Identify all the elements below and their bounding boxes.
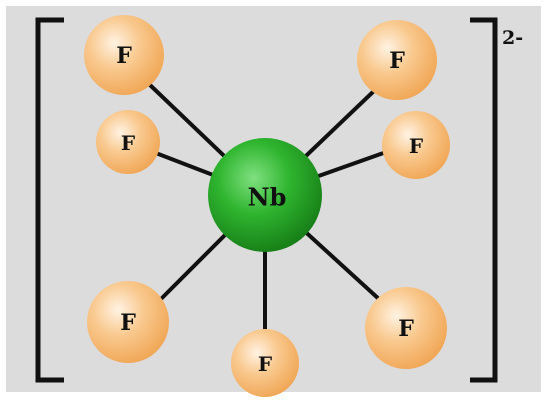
ligand-atom-label: F [121,131,135,155]
ligand-atom-circle [382,111,450,179]
ligand-atom-circle [365,287,447,369]
ligand-atom: F [96,110,160,174]
ligand-atom-circle [231,329,299,397]
ligand-atom: F [84,15,164,95]
ligand-atom: F [231,329,299,397]
ligand-atom-label: F [258,352,272,376]
ligand-atom-circle [357,20,437,100]
ligand-atom-label: F [116,43,132,69]
central-atom-label: Nb [248,183,287,212]
left-bracket [35,17,64,383]
ligand-atom-label: F [398,316,414,342]
central-atom: Nb [208,138,322,252]
ligand-atom: F [365,287,447,369]
ligand-atom-circle [96,110,160,174]
ligand-atom-label: F [409,134,423,158]
right-bracket [470,17,498,383]
ligand-atom: F [357,20,437,100]
charge-label: 2- [502,27,523,49]
ligand-atom-label: F [389,48,405,74]
central-atom-circle [208,138,322,252]
ligand-atom: F [382,111,450,179]
ligand-atom: F [87,281,169,363]
ligand-atom-circle [84,15,164,95]
ligand-atom-circle [87,281,169,363]
ligand-atom-label: F [120,310,136,336]
